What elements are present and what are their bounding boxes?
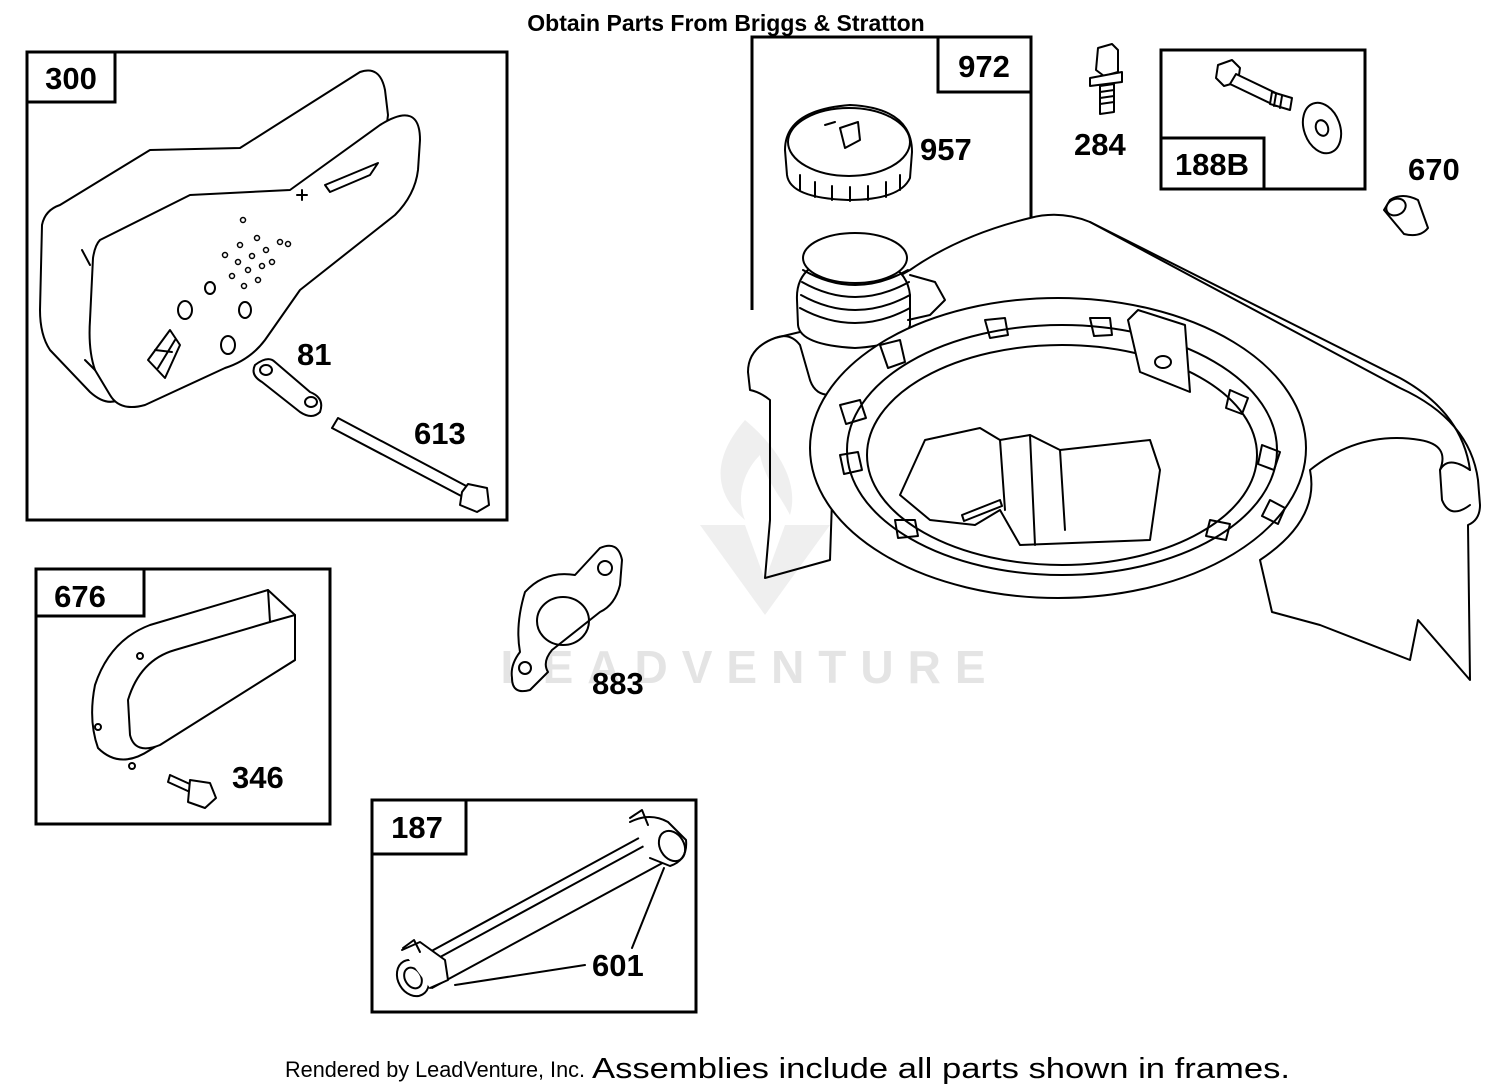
watermark-text: LEADVENTURE — [500, 641, 999, 693]
muffler-guard-icon[interactable] — [91, 589, 296, 770]
frame-300[interactable]: 300 — [25, 50, 509, 522]
frame-187-label: 187 — [391, 810, 443, 845]
screw-icon[interactable] — [1215, 59, 1293, 111]
gasket-icon[interactable] — [510, 544, 623, 693]
callout-81: 81 — [297, 337, 331, 372]
spacer-icon[interactable] — [1383, 195, 1429, 237]
frame-188b-label: 188B — [1175, 147, 1249, 182]
fuel-cap-icon[interactable] — [784, 104, 913, 202]
footer-rendered-by: Rendered by LeadVenture, Inc. — [285, 1057, 585, 1082]
frame-188b[interactable]: 188B — [1159, 48, 1367, 191]
callout-613: 613 — [414, 416, 466, 451]
fuel-tank-blower-housing-icon[interactable] — [747, 213, 1481, 681]
frame-300-label: 300 — [45, 61, 97, 96]
diagram-header: Obtain Parts From Briggs & Stratton — [527, 10, 924, 36]
frame-187[interactable]: 187 — [370, 798, 698, 1014]
screw-icon[interactable] — [252, 358, 490, 513]
footer-note: Assemblies include all parts shown in fr… — [592, 1053, 1290, 1085]
screw-icon[interactable] — [1089, 43, 1123, 115]
callout-957: 957 — [920, 132, 972, 167]
spacer-icon[interactable] — [1296, 97, 1348, 158]
callout-346: 346 — [232, 760, 284, 795]
leadventure-logo-icon — [700, 420, 830, 615]
callout-601: 601 — [592, 948, 644, 983]
frame-972-label: 972 — [958, 49, 1010, 84]
callout-284: 284 — [1074, 127, 1126, 162]
muffler-icon[interactable] — [39, 69, 421, 408]
screw-icon[interactable] — [167, 774, 217, 809]
fuel-line-icon[interactable] — [391, 809, 691, 1002]
frame-972[interactable]: 972 — [750, 35, 1033, 310]
frame-676[interactable]: 676 — [34, 567, 332, 826]
callout-883: 883 — [592, 666, 644, 701]
frame-676-label: 676 — [54, 579, 106, 614]
callout-670: 670 — [1408, 152, 1460, 187]
